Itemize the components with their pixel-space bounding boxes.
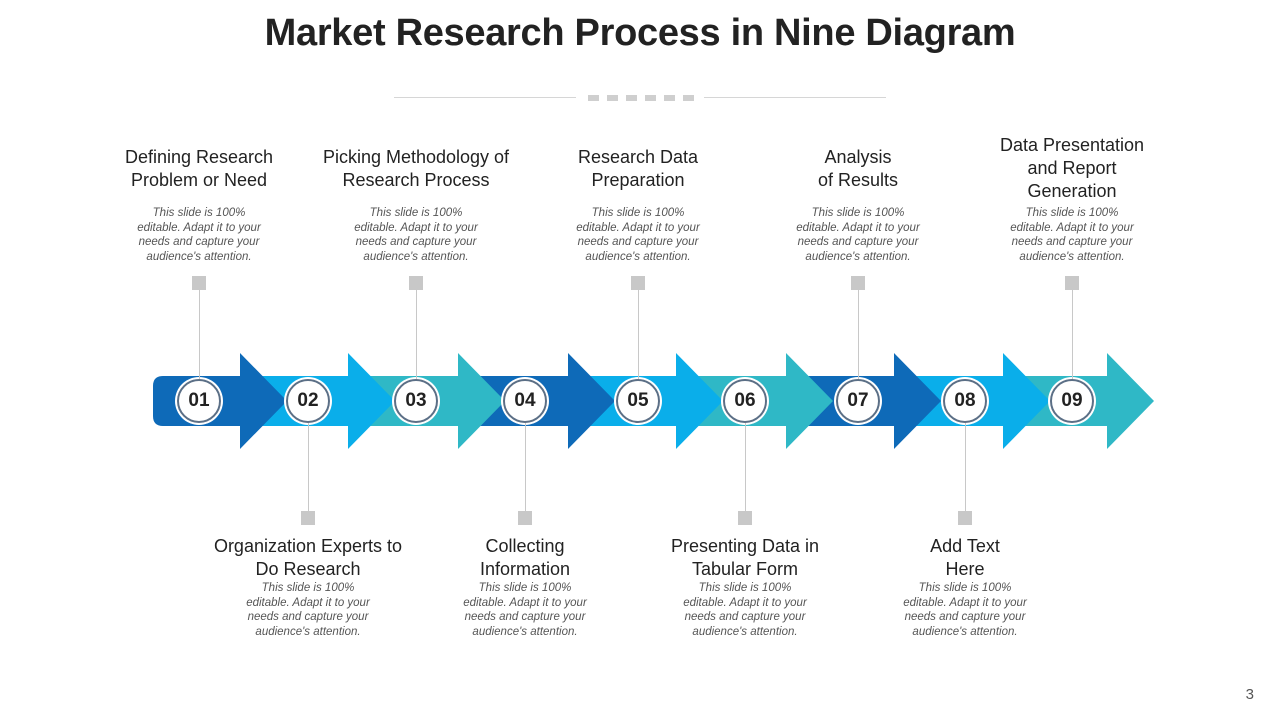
step-title: Add Text Here [930, 536, 1000, 579]
connector-line [416, 290, 417, 379]
divider-dash [588, 95, 599, 101]
connector-marker [518, 511, 532, 525]
step-description: This slide is 100% editable. Adapt it to… [903, 582, 1027, 638]
step-title: Collecting Information [479, 536, 571, 579]
step-number-badge: 03 [394, 379, 438, 423]
connector-line [1072, 290, 1073, 379]
step-description: This slide is 100% editable. Adapt it to… [463, 582, 587, 638]
step-title: Defining Research Problem or Need [124, 147, 274, 190]
step-title: Organization Experts to Do Research [213, 536, 403, 579]
step-number-badge: 07 [836, 379, 880, 423]
step-title: Research Data Preparation [577, 147, 699, 190]
connector-line [638, 290, 639, 379]
step-number-badge: 04 [503, 379, 547, 423]
connector-marker [301, 511, 315, 525]
step-description: This slide is 100% editable. Adapt it to… [354, 207, 478, 263]
step-title: Picking Methodology of Research Process [322, 147, 510, 190]
step-description: This slide is 100% editable. Adapt it to… [1010, 207, 1134, 263]
connector-marker [192, 276, 206, 290]
divider-dash [645, 95, 656, 101]
slide-title: Market Research Process in Nine Diagram [264, 12, 1016, 54]
title-divider [394, 92, 886, 104]
step-arrow-04 [480, 353, 615, 449]
step-title: Data Presentation and Report Generation [999, 135, 1145, 201]
step-number-badge: 06 [723, 379, 767, 423]
step-number-badge: 02 [286, 379, 330, 423]
divider-line-left [394, 97, 576, 98]
step-number-badge: 09 [1050, 379, 1094, 423]
connector-line [745, 423, 746, 511]
step-number-badge: 08 [943, 379, 987, 423]
divider-line-right [704, 97, 886, 98]
connector-marker [958, 511, 972, 525]
step-title: Presenting Data in Tabular Form [670, 536, 820, 579]
connector-line [199, 290, 200, 379]
connector-marker [409, 276, 423, 290]
connector-line [965, 423, 966, 511]
step-description: This slide is 100% editable. Adapt it to… [796, 207, 920, 263]
connector-marker [851, 276, 865, 290]
step-description: This slide is 100% editable. Adapt it to… [576, 207, 700, 263]
divider-dash [607, 95, 618, 101]
step-title: Analysis of Results [817, 147, 899, 190]
page-number: 3 [1245, 686, 1254, 703]
step-description: This slide is 100% editable. Adapt it to… [246, 582, 370, 638]
connector-marker [738, 511, 752, 525]
step-description: This slide is 100% editable. Adapt it to… [683, 582, 807, 638]
step-description: This slide is 100% editable. Adapt it to… [137, 207, 261, 263]
connector-line [308, 423, 309, 511]
connector-marker [1065, 276, 1079, 290]
divider-dash [626, 95, 637, 101]
divider-dash [664, 95, 675, 101]
step-number-badge: 01 [177, 379, 221, 423]
connector-marker [631, 276, 645, 290]
connector-line [525, 423, 526, 511]
connector-line [858, 290, 859, 379]
divider-dash [683, 95, 694, 101]
step-number-badge: 05 [616, 379, 660, 423]
